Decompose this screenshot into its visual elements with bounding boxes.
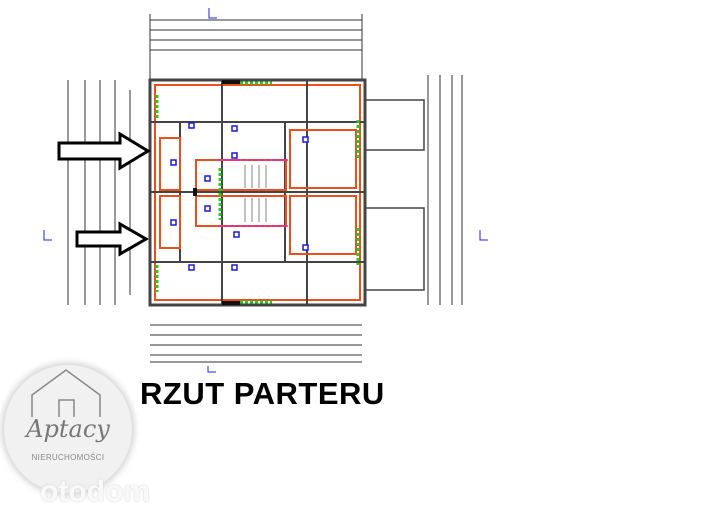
watermark: otodom bbox=[40, 475, 150, 508]
plan-title: RZUT PARTERU bbox=[140, 376, 385, 411]
stairs bbox=[244, 165, 267, 222]
section-mark-right bbox=[479, 230, 488, 241]
section-mark-bottom bbox=[207, 366, 216, 373]
top-dimension-lines bbox=[149, 14, 363, 80]
bottom-dimension-lines bbox=[150, 324, 362, 363]
section-mark-left bbox=[43, 230, 52, 241]
building-walls bbox=[148, 78, 367, 307]
logo-script-text: Aptacy bbox=[26, 415, 110, 443]
left-dimension-lines bbox=[67, 80, 131, 305]
entrance-arrow-upper bbox=[57, 131, 151, 171]
entrance-arrow-lower bbox=[75, 221, 150, 257]
house-icon bbox=[31, 369, 101, 417]
terrace-outline bbox=[361, 99, 425, 291]
logo-subtitle: NIERUCHOMOŚCI bbox=[31, 453, 105, 462]
agency-logo: Aptacy NIERUCHOMOŚCI bbox=[4, 365, 132, 493]
right-dimension-lines bbox=[427, 75, 463, 305]
section-mark-top bbox=[208, 8, 217, 19]
